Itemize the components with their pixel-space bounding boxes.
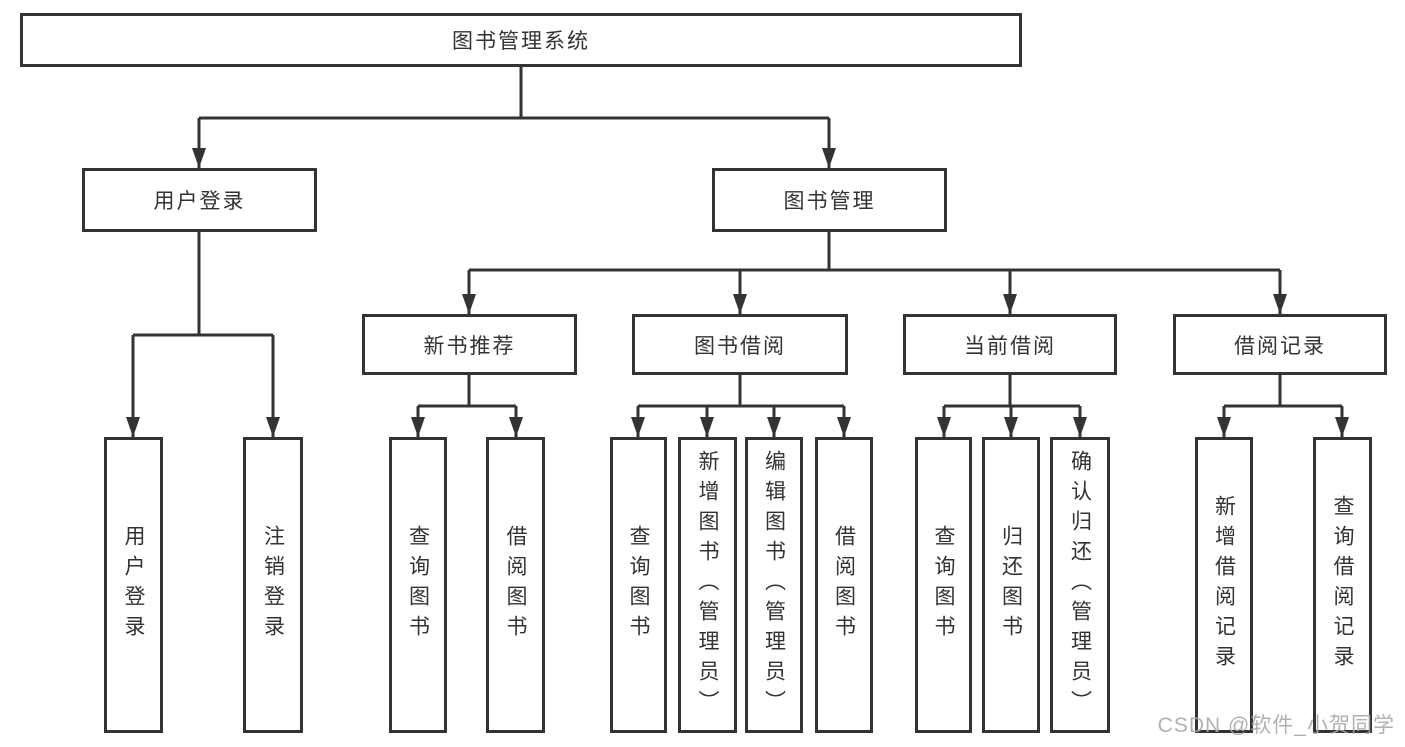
leaf-logout: 注销登录 — [243, 437, 303, 733]
leaf-add-borrow-record: 新增借阅记录 — [1195, 437, 1253, 733]
node-label: 新增图书（管理员） — [696, 450, 719, 720]
leaf-return-books: 归还图书 — [982, 437, 1040, 733]
node-label: 图书管理 — [783, 190, 876, 213]
node-library-system: 图书管理系统 — [20, 13, 1022, 67]
node-label: 借阅图书 — [504, 525, 527, 645]
node-label: 查询借阅记录 — [1331, 495, 1354, 675]
leaf-query-books-current: 查询图书 — [915, 437, 972, 733]
leaf-query-books-borrow: 查询图书 — [610, 437, 667, 733]
node-label: 用户登录 — [153, 190, 246, 213]
node-label: 当前借阅 — [964, 334, 1056, 358]
node-label: 借阅图书 — [832, 525, 856, 645]
node-user-login: 用户登录 — [82, 168, 317, 232]
node-label: 查询图书 — [627, 525, 650, 645]
leaf-borrow-books: 借阅图书 — [815, 437, 873, 733]
node-label: 注销登录 — [261, 525, 285, 645]
leaf-edit-books-admin: 编辑图书（管理员） — [745, 437, 803, 733]
node-label: 新书推荐 — [423, 334, 516, 358]
node-label: 借阅记录 — [1234, 334, 1326, 358]
node-label: 确认归还（管理员） — [1068, 450, 1092, 720]
leaf-add-books-admin: 新增图书（管理员） — [678, 437, 737, 733]
leaf-user-login: 用户登录 — [104, 437, 163, 733]
csdn-watermark: CSDN @软件_小贺同学 — [1157, 714, 1395, 737]
node-borrowing-records: 借阅记录 — [1173, 314, 1387, 375]
node-current-borrowing: 当前借阅 — [903, 314, 1117, 375]
node-label: 图书管理系统 — [452, 30, 590, 53]
node-label: 查询图书 — [932, 525, 955, 645]
leaf-query-books-recommend: 查询图书 — [389, 437, 447, 733]
node-book-management: 图书管理 — [712, 168, 947, 232]
node-book-borrowing: 图书借阅 — [632, 314, 848, 375]
node-label: 查询图书 — [406, 525, 430, 645]
node-label: 归还图书 — [999, 525, 1023, 645]
node-label: 图书借阅 — [694, 334, 786, 358]
leaf-confirm-return-admin: 确认归还（管理员） — [1050, 437, 1110, 733]
node-new-book-recommendation: 新书推荐 — [362, 314, 577, 375]
leaf-query-borrow-record: 查询借阅记录 — [1313, 437, 1372, 733]
leaf-borrow-books-recommend: 借阅图书 — [486, 437, 545, 733]
node-label: 用户登录 — [122, 525, 145, 645]
node-label: 编辑图书（管理员） — [762, 450, 786, 720]
node-label: 新增借阅记录 — [1212, 495, 1236, 675]
